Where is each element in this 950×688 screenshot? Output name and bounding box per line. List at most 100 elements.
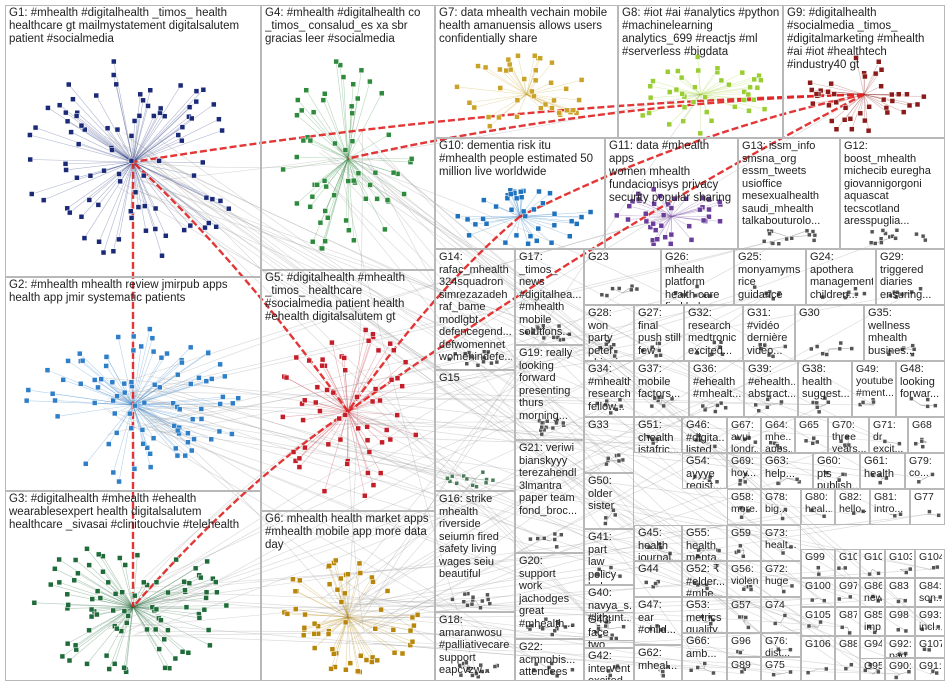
- group-g44: G44: [634, 561, 682, 597]
- group-g46: G46: #digita... listed...: [682, 417, 727, 453]
- group-g27: G27: final push still few open spots...: [634, 305, 684, 361]
- group-g37: G37: mobile factors...: [634, 361, 689, 417]
- group-g38: G38: health suggest...: [798, 361, 852, 417]
- group-g72: G72: huge: [761, 561, 801, 597]
- group-g49: G49: youtube #ment...: [852, 361, 896, 417]
- group-label: G88: [839, 638, 857, 650]
- group-g67: G67: avui londr...: [727, 417, 761, 453]
- group-g9: G9: #digitalhealth #socialmedia _timos_ …: [783, 5, 945, 138]
- group-g17: G17: _timos_ news #digitalhea... #mhealt…: [515, 249, 584, 345]
- group-g47: G47: ear #child...: [634, 597, 682, 645]
- group-label: G41: part law policy hub...: [588, 531, 631, 585]
- group-g30: G30: [795, 305, 864, 361]
- group-label: G12: boost_mhealth michecib euregha giov…: [844, 140, 942, 228]
- group-g41: G41: part law policy hub...: [584, 529, 634, 585]
- group-g3: G3: #digitalhealth #mhealth #ehealth wea…: [5, 491, 261, 681]
- group-label: G70: three years...: [832, 419, 866, 453]
- group-g104: G104: [915, 549, 945, 578]
- group-g64: G64: mhe... apps...: [761, 417, 795, 453]
- group-label: G67: avui londr...: [731, 419, 758, 453]
- group-g63: G63: help...: [761, 453, 813, 489]
- group-label: G65: [799, 419, 825, 431]
- group-label: G71: dr excit...: [873, 419, 905, 453]
- group-g29: G29: triggered diaries ensuring...: [876, 249, 945, 305]
- group-g51: G51: chealth istafric...: [634, 417, 682, 453]
- group-label: G43: face two presenta...: [588, 614, 631, 648]
- group-g57: G57: [727, 597, 761, 633]
- group-g20: G20: support work jachodges great #mheal…: [515, 553, 584, 639]
- group-g70: G70: three years...: [828, 417, 869, 453]
- group-g76: G76: dist...: [761, 633, 801, 657]
- group-g96: G96: [727, 633, 761, 657]
- group-label: G62: mheal...: [638, 647, 679, 672]
- group-g68: G68: [908, 417, 945, 453]
- group-g73: G73: healt...: [761, 525, 801, 561]
- group-label: G37: mobile factors...: [638, 363, 686, 401]
- group-label: G20: support work jachodges great #mheal…: [519, 555, 581, 630]
- group-label: G66: amb...: [686, 635, 724, 660]
- group-g12: G12: boost_mhealth michecib euregha giov…: [840, 138, 945, 249]
- group-g36: G36: #ehealth #mhealt...: [689, 361, 744, 417]
- group-label: G99: [805, 551, 832, 563]
- group-label: G85: imp...: [864, 609, 882, 633]
- group-label: G42: intervent... excited...: [588, 650, 631, 681]
- group-g53: G53: metrics quality...: [682, 597, 727, 633]
- group-g15: G15: [435, 370, 515, 491]
- group-label: G86: new...: [864, 580, 882, 604]
- group-g92: G92: pag...: [885, 636, 915, 658]
- group-label: G28: won party peter obi arise structure…: [588, 307, 631, 361]
- group-g13: G13: issm_info smsna_org essm_tweets usi…: [738, 138, 840, 249]
- group-g48: G48: looking forwar...: [896, 361, 945, 417]
- group-label: G47: ear #child...: [638, 599, 679, 637]
- group-g82: G82: hello...: [835, 489, 870, 525]
- group-label: G60: pts publish...: [817, 455, 857, 489]
- group-label: G32: research medtronic excited...: [688, 307, 740, 357]
- group-label: G97: [839, 580, 857, 592]
- group-g69: G69: hoy...: [727, 453, 761, 489]
- group-label: G56: violen...: [731, 563, 758, 587]
- group-label: G7: data mhealth vechain mobile health a…: [439, 7, 615, 46]
- group-label: G89: [731, 659, 758, 671]
- group-g88: G88: [835, 636, 860, 681]
- group-label: G92: pag...: [889, 638, 912, 658]
- group-g71: G71: dr excit...: [869, 417, 908, 453]
- group-label: G72: huge: [765, 563, 798, 587]
- group-g56: G56: violen...: [727, 561, 761, 597]
- group-g89: G89: [727, 657, 761, 681]
- group-g61: G61: health: [860, 453, 905, 489]
- group-g52: G52: ₹ #elder... #mhe...: [682, 561, 727, 597]
- group-g7: G7: data mhealth vechain mobile health a…: [435, 5, 618, 138]
- group-label: G64: mhe... apps...: [765, 419, 792, 453]
- group-label: G83: [889, 580, 912, 592]
- group-label: G2: #mhealth mhealth review jmirpub apps…: [9, 279, 258, 305]
- group-label: G8: #iot #ai #analytics #python #machine…: [622, 7, 780, 59]
- group-g22: G22: acmnobis... attendees register 24 s…: [515, 639, 584, 681]
- group-label: G33: [588, 419, 631, 432]
- group-g16: G16: strike mhealth riverside seiumn fir…: [435, 491, 515, 612]
- group-g75: G75: [761, 657, 801, 681]
- group-g66: G66: amb...: [682, 633, 727, 681]
- group-g95: G95: [860, 658, 885, 681]
- group-g25: G25: monyamyms rice guidance: [734, 249, 806, 305]
- group-g11: G11: data #mhealth apps women mhealth fu…: [605, 138, 738, 249]
- group-g23: G23: [584, 249, 661, 305]
- group-label: G102: [864, 551, 882, 563]
- group-g90: G90:: [885, 658, 915, 681]
- group-g4: G4: #mhealth #digitalhealth co _timos_ c…: [261, 5, 435, 270]
- group-g91: G91:: [915, 658, 945, 681]
- group-g85: G85: imp...: [860, 607, 885, 636]
- group-g10: G10: dementia risk itu #mhealth people e…: [435, 138, 605, 249]
- group-label: G26: mhealth platform health care find h…: [665, 251, 731, 305]
- group-g107: G107: [915, 636, 945, 658]
- group-label: G34: #mhealth research fellow...: [588, 363, 631, 413]
- group-label: G44: [638, 563, 679, 576]
- group-label: G21: veriwi bianskyyy terezahendl 3lmant…: [519, 442, 581, 517]
- group-g100: G100: [801, 578, 835, 607]
- group-label: G48: looking forwar...: [900, 363, 942, 401]
- group-label: G46: #digita... listed...: [686, 419, 724, 453]
- group-g6: G6: mhealth health market apps #mhealth …: [261, 511, 435, 681]
- group-g101: G101: [835, 549, 860, 578]
- group-g84: G84: son...: [915, 578, 945, 607]
- group-label: G91:: [919, 660, 942, 672]
- group-g81: G81: intro...: [870, 489, 910, 525]
